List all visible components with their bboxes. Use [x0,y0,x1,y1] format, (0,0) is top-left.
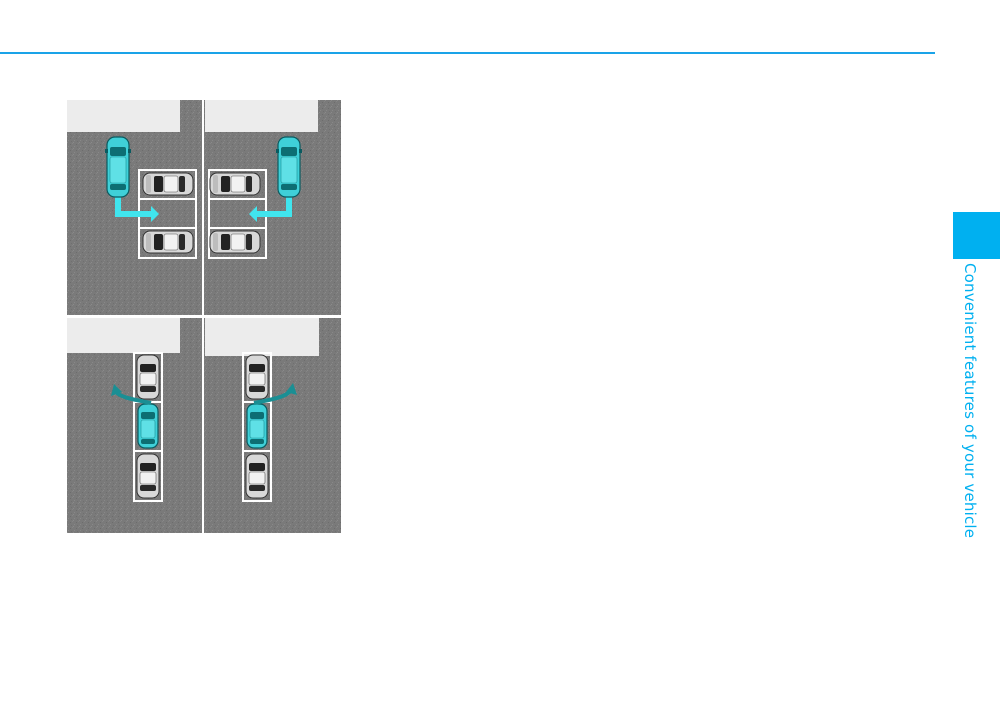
parked-car [245,453,269,499]
own-vehicle [246,403,268,449]
forward-left-arrow [257,195,292,217]
parked-car [245,354,269,400]
parked-car [209,172,261,196]
chapter-title: Convenient features of your vehicle [961,263,979,539]
parked-car [136,453,160,499]
own-vehicle [275,136,303,198]
parking-bay-outline [133,352,163,502]
curb-area [67,318,180,353]
parking-scenarios-diagram [67,100,341,533]
panel-top-left [67,100,197,259]
chapter-tab [953,212,1000,259]
parking-bay-outline [242,352,272,502]
own-vehicle [104,136,132,198]
panel-bottom-right [205,318,319,502]
curb-area [67,100,180,132]
panel-bottom-left [67,318,180,502]
curb-area [205,100,318,132]
curb-area [205,318,319,356]
forward-right-arrow [115,195,151,217]
parked-car [136,354,160,400]
header-rule [0,52,935,54]
own-vehicle [137,403,159,449]
parking-assist-illustration [67,100,341,533]
parked-car [142,230,194,254]
panel-top-right [205,100,318,259]
horizontal-divider [67,315,341,318]
parked-car [209,230,261,254]
parked-car [142,172,194,196]
